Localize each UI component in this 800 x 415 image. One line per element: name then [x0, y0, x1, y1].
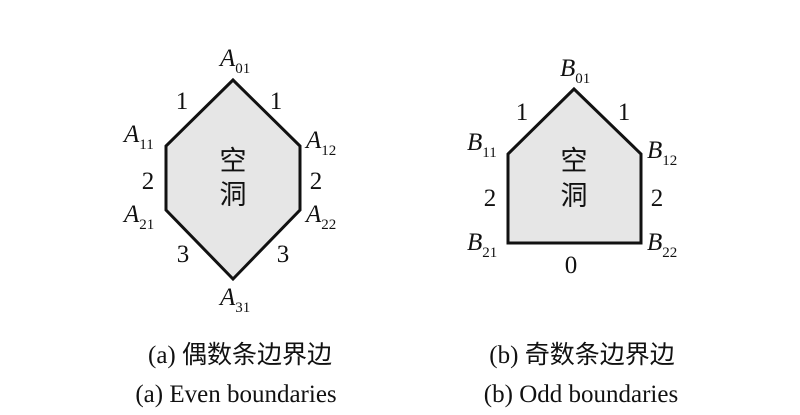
edge-label-b-upper-left: 1	[516, 99, 529, 126]
vertex-label-a11: A11	[122, 121, 154, 153]
hole-label-a-line2: 洞	[220, 180, 247, 211]
edge-label-a-lower-right: 3	[277, 241, 290, 268]
panel-a: 空 洞 A01 A11 A12 A21 A22 A31 1 1 2 2 3 3 …	[122, 45, 337, 408]
edge-label-a-upper-right: 1	[270, 88, 283, 115]
edge-label-b-left: 2	[484, 185, 497, 212]
edge-label-a-left: 2	[142, 168, 155, 195]
hole-label-b-line1: 空	[561, 146, 588, 177]
caption-b-english: (b) Odd boundaries	[484, 381, 678, 408]
vertex-label-a12: A12	[304, 127, 336, 159]
vertex-label-b11: B11	[467, 129, 497, 161]
vertex-label-a31: A31	[218, 284, 250, 316]
vertex-label-b12: B12	[647, 137, 677, 169]
vertex-label-b01: B01	[560, 55, 590, 87]
edge-label-a-lower-left: 3	[177, 241, 190, 268]
vertex-label-a21: A21	[122, 201, 154, 233]
vertex-label-b22: B22	[647, 229, 677, 261]
vertex-label-b21: B21	[467, 229, 497, 261]
panel-b: 空 洞 B01 B11 B12 B21 B22 1 1 2 2 0 (b) 奇数…	[467, 55, 678, 408]
edge-label-a-upper-left: 1	[176, 88, 189, 115]
vertex-label-a22: A22	[304, 201, 336, 233]
edge-label-b-right: 2	[651, 185, 664, 212]
hole-label-b-line2: 洞	[561, 181, 588, 212]
caption-b-chinese: (b) 奇数条边界边	[489, 341, 674, 369]
edge-label-b-bottom: 0	[565, 252, 578, 279]
hole-polygon-b	[506, 86, 643, 245]
hole-label-a-line1: 空	[220, 146, 247, 177]
edge-label-a-right: 2	[310, 168, 323, 195]
caption-a-chinese: (a) 偶数条边界边	[148, 341, 332, 369]
vertex-label-a01: A01	[218, 45, 250, 77]
edge-label-b-upper-right: 1	[618, 99, 631, 126]
hole-polygon-a	[164, 77, 302, 282]
caption-a-english: (a) Even boundaries	[135, 381, 336, 408]
